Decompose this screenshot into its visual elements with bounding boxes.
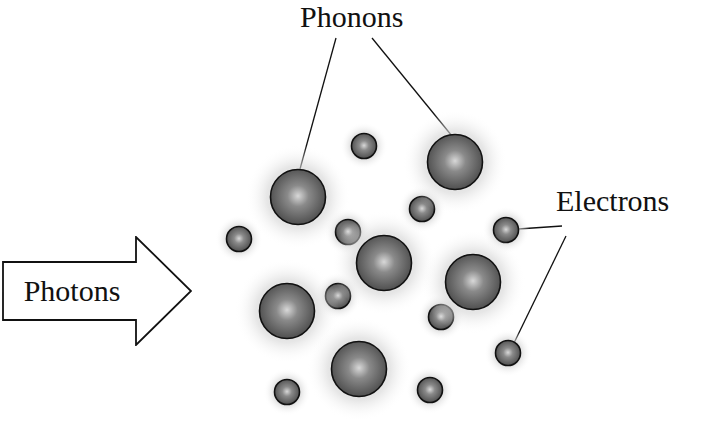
glow-halo <box>403 110 508 215</box>
part-label: Electrons <box>556 186 669 216</box>
electron-sphere <box>227 227 252 252</box>
phonon-sphere <box>271 170 326 225</box>
phonon-sphere <box>446 255 501 310</box>
electron-sphere <box>275 380 300 405</box>
glow-halo <box>246 145 351 250</box>
glow-halo <box>263 368 311 416</box>
phonon-sphere <box>357 236 412 291</box>
glow-halo <box>332 211 437 316</box>
particles <box>215 110 532 421</box>
glow-halo <box>421 230 526 335</box>
glow-halo <box>484 329 532 377</box>
phonon-sphere <box>260 284 315 339</box>
electron-sphere <box>496 341 521 366</box>
phonon-sphere <box>428 135 483 190</box>
block-arrow: Photons <box>2 236 192 346</box>
glow-halo <box>307 317 412 421</box>
part-label: Phonons <box>300 2 403 32</box>
electron-sphere <box>352 134 377 159</box>
glow-halo <box>340 122 388 170</box>
phonon-sphere <box>332 342 387 397</box>
electron-sphere <box>418 378 443 403</box>
arrow-label: Photons <box>24 276 121 306</box>
glow-halo <box>406 366 454 414</box>
